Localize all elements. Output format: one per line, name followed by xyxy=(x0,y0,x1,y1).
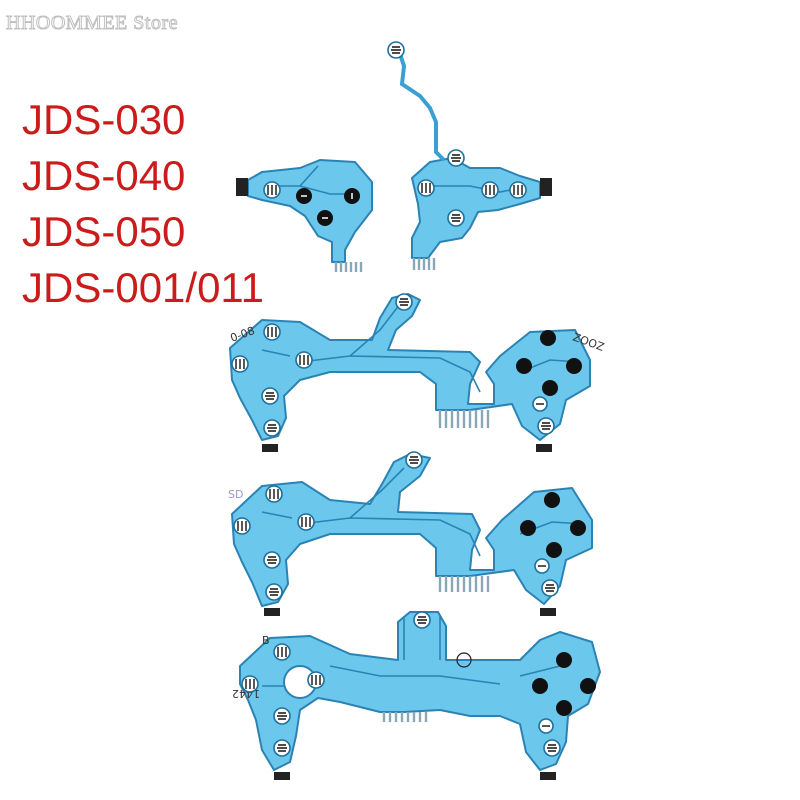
compatible-model-list: JDS-030 JDS-040 JDS-050 JDS-001/011 xyxy=(22,92,264,316)
model-label: JDS-030 xyxy=(22,96,186,143)
ribbon-jds030-left xyxy=(236,159,373,272)
svg-text:SD: SD xyxy=(228,488,243,501)
model-label: JDS-050 xyxy=(22,208,186,255)
ribbon-jds030-right xyxy=(396,47,552,270)
ribbon-jds001-011: B 1442 xyxy=(232,611,601,780)
silk-b-label: B xyxy=(262,634,270,647)
model-label: JDS-040 xyxy=(22,152,186,199)
contact-pads xyxy=(231,41,596,757)
store-watermark: HHOOMMEE Store xyxy=(6,12,179,35)
model-label: JDS-001/011 xyxy=(22,264,265,311)
